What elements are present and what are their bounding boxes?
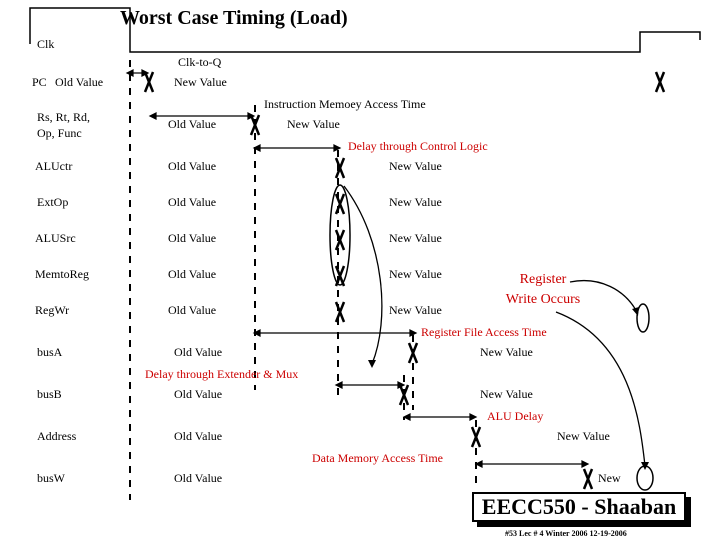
regwr-old-value: Old Value — [168, 303, 217, 317]
diagram-title: Worst Case Timing (Load) — [120, 7, 348, 29]
busa-old-value: Old Value — [174, 345, 223, 359]
course-badge: EECC550 - Shaaban — [472, 492, 686, 522]
register-write-arrowhead — [632, 307, 639, 316]
dmem-access-label: Data Memory Access Time — [312, 451, 443, 465]
clk-to-q-arrow — [125, 69, 150, 77]
regs-transition-mark — [249, 114, 261, 136]
memtoreg-to-busw-curve — [555, 311, 646, 467]
imem-arrow — [148, 112, 256, 120]
signal-label-alusrc: ALUSrc — [35, 231, 76, 245]
extop-old-value: Old Value — [168, 195, 217, 209]
aluctr-old-value: Old Value — [168, 159, 217, 173]
register-write-line1: Register — [519, 272, 567, 287]
busb-old-value: Old Value — [174, 387, 223, 401]
alusrc-old-value: Old Value — [168, 231, 217, 245]
imem-access-label: Instruction Memoey Access Time — [264, 97, 426, 111]
signal-label-memtoreg: MemtoReg — [35, 267, 89, 281]
extender-delay-label: Delay through Extender & Mux — [145, 367, 299, 381]
busw-old-value: Old Value — [174, 471, 223, 485]
regs-old-value: Old Value — [168, 117, 217, 131]
aluctr-transition-mark — [334, 157, 346, 179]
signal-label-address: Address — [37, 429, 77, 443]
busw-new-value: New — [598, 471, 621, 485]
signal-label-regwr: RegWr — [35, 303, 70, 317]
slide-meta: #53 Lec # 4 Winter 2006 12-19-2006 — [505, 529, 627, 538]
signal-label-aluctr: ALUctr — [35, 159, 73, 173]
pc-new-value: New Value — [174, 75, 227, 89]
control-to-busb-curve — [343, 185, 383, 365]
address-new-value: New Value — [557, 429, 610, 443]
busa-transition-mark — [407, 342, 419, 364]
clock-waveform — [29, 7, 701, 53]
alusrc-new-value: New Value — [389, 231, 442, 245]
signal-label-regs-line2: Op, Func — [37, 126, 82, 140]
register-write-label: Register Write Occurs — [488, 270, 598, 310]
address-old-value: Old Value — [174, 429, 223, 443]
control-delay-label: Delay through Control Logic — [348, 139, 488, 153]
alu-arrow — [402, 413, 478, 421]
busb-new-value: New Value — [480, 387, 533, 401]
regwr-new-value: New Value — [389, 303, 442, 317]
control-signals-ellipse — [329, 184, 351, 286]
busw-transition-mark — [582, 468, 594, 490]
signal-label-regs: Rs, Rt, Rd, — [37, 110, 91, 124]
clk-to-q-label: Clk-to-Q — [178, 55, 222, 69]
pc-end-transition-mark — [654, 71, 666, 93]
pc-old-value: Old Value — [55, 75, 104, 89]
memtoreg-to-busw-arrowhead — [641, 462, 649, 470]
busb-transition-mark — [398, 384, 410, 406]
signal-label-busa: busA — [37, 345, 63, 359]
alusrc-transition-mark — [334, 229, 346, 251]
extop-transition-mark — [334, 193, 346, 215]
busa-new-value: New Value — [480, 345, 533, 359]
regfile-arrow — [252, 329, 418, 337]
memtoreg-old-value: Old Value — [168, 267, 217, 281]
extender-arrow — [334, 381, 406, 389]
register-write-line2: Write Occurs — [505, 292, 581, 307]
course-label: EECC550 - Shaaban — [481, 494, 677, 519]
signal-label-clk: Clk — [37, 37, 55, 51]
regfile-access-label: Register File Access Time — [421, 325, 547, 339]
address-transition-mark — [470, 426, 482, 448]
control-to-busb-arrowhead — [368, 360, 376, 368]
dmem-arrow — [474, 460, 590, 468]
pc-transition-mark — [143, 71, 155, 93]
register-write-pointer — [569, 280, 638, 313]
memtoreg-new-value: New Value — [389, 267, 442, 281]
extop-new-value: New Value — [389, 195, 442, 209]
aluctr-new-value: New Value — [389, 159, 442, 173]
signal-label-pc: PC — [32, 75, 47, 89]
regs-new-value: New Value — [287, 117, 340, 131]
alu-delay-label: ALU Delay — [487, 409, 544, 423]
signal-label-extop: ExtOp — [37, 195, 69, 209]
signal-label-busw: busW — [37, 471, 65, 485]
regwr-transition-mark — [334, 301, 346, 323]
control-arrow — [252, 144, 342, 152]
register-write-ellipse — [636, 303, 650, 333]
signal-label-busb: busB — [37, 387, 62, 401]
